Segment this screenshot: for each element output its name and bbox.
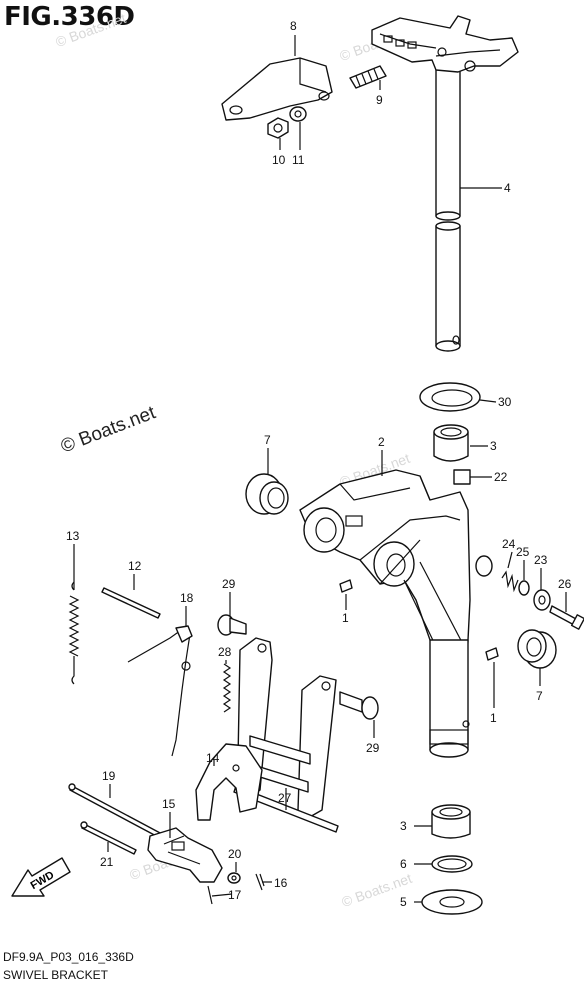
callout-25: 25 — [516, 545, 530, 559]
pin-part-right — [475, 555, 493, 577]
callout-28: 28 — [218, 645, 232, 659]
callout-29-upper: 29 — [222, 577, 236, 591]
callout-13: 13 — [66, 529, 80, 543]
callout-3-upper: 3 — [490, 439, 497, 453]
callout-19: 19 — [102, 769, 116, 783]
callout-30: 30 — [498, 395, 512, 409]
callout-4: 4 — [504, 181, 511, 195]
grease-nipple-lower-part — [485, 647, 499, 661]
collar-right-part — [517, 629, 557, 669]
callout-5: 5 — [400, 895, 407, 909]
callout-16: 16 — [274, 876, 288, 890]
callout-10: 10 — [272, 153, 286, 167]
tilt-lever-part — [147, 827, 223, 883]
ring-part — [431, 855, 473, 873]
callout-7-upper: 7 — [264, 433, 271, 447]
callout-18: 18 — [180, 591, 194, 605]
callout-27: 27 — [278, 791, 292, 805]
swivel-bracket-part — [299, 469, 471, 758]
cotter-pin-17-part — [207, 885, 213, 905]
nut-part — [267, 117, 289, 139]
grease-nipple-upper-part — [339, 579, 353, 593]
callout-14: 14 — [206, 751, 220, 765]
cotter-pin-16-part — [255, 873, 265, 891]
rod-lower-part — [80, 821, 137, 855]
callout-3-lower: 3 — [400, 819, 407, 833]
lock-bracket-part — [195, 743, 263, 821]
callout-1-lower: 1 — [490, 711, 497, 725]
washer-20-part — [227, 872, 241, 884]
steering-shaft-part — [371, 15, 519, 352]
callout-24: 24 — [502, 537, 516, 551]
spacer-block-part — [453, 469, 471, 485]
washer-small-part — [518, 580, 530, 596]
collar-left-part — [245, 473, 289, 515]
callout-9: 9 — [376, 93, 383, 107]
callout-20: 20 — [228, 847, 242, 861]
rod-part — [101, 587, 161, 619]
spring-small-part — [222, 663, 232, 713]
bushing-lower-part — [431, 804, 471, 839]
assembly-name: SWIVEL BRACKET — [3, 968, 108, 982]
callout-22: 22 — [494, 470, 508, 484]
thrust-washer-bottom-part — [421, 889, 483, 915]
callout-21: 21 — [100, 855, 114, 869]
lever-wire-part — [127, 625, 193, 757]
figure-title: FIG.336D — [4, 2, 135, 32]
bushing-upper-part — [433, 424, 469, 462]
callout-11: 11 — [292, 153, 305, 167]
leader-lines — [73, 35, 567, 903]
diagram-code: DF9.9A_P03_016_336D — [3, 950, 134, 964]
callout-15: 15 — [162, 797, 176, 811]
washer-part — [289, 106, 307, 122]
callout-26: 26 — [558, 577, 572, 591]
bushing-small-part — [533, 589, 551, 611]
stud-bolt-part — [349, 65, 387, 89]
spring-part — [501, 570, 519, 593]
plate-part — [221, 57, 333, 121]
callout-7-lower: 7 — [536, 689, 543, 703]
tension-spring-part — [68, 550, 80, 685]
bolt-right-part — [549, 605, 584, 630]
pin-upper-part — [217, 614, 247, 636]
callout-23: 23 — [534, 553, 548, 567]
callout-labels: 8 9 10 11 4 30 7 2 3 22 13 12 29 18 1 24… — [66, 19, 572, 909]
thrust-washer-part — [419, 382, 481, 412]
callout-8: 8 — [290, 19, 297, 33]
callout-1-upper: 1 — [342, 611, 349, 625]
callout-29-lower: 29 — [366, 741, 380, 755]
long-rod-part — [68, 783, 163, 839]
callout-17: 17 — [228, 888, 242, 902]
fwd-arrow-icon — [11, 857, 71, 897]
callout-12: 12 — [128, 559, 142, 573]
pin-lower-part — [339, 691, 379, 720]
callout-2: 2 — [378, 435, 385, 449]
callout-6: 6 — [400, 857, 407, 871]
